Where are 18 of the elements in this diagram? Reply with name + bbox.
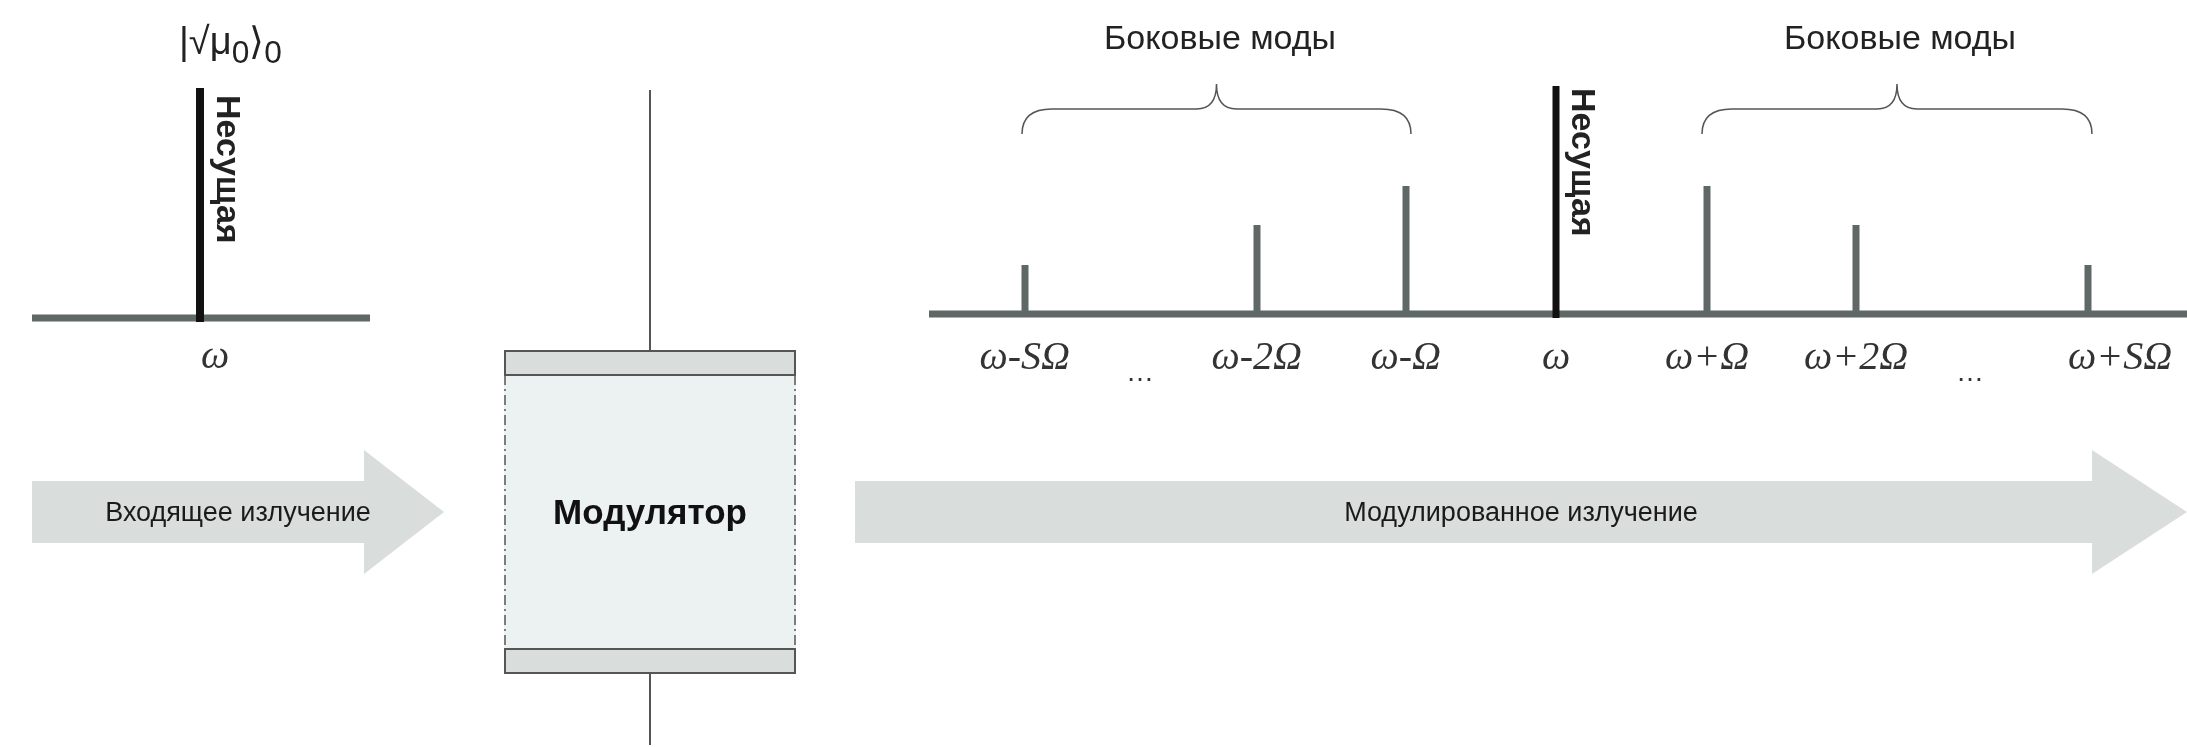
- ellipsis: …: [1126, 358, 1154, 386]
- carrier-label: Несущая: [212, 95, 246, 244]
- frequency-label: ω-2Ω: [1211, 336, 1302, 376]
- ellipsis: …: [1956, 358, 1984, 386]
- state-label: |√μ$_{0}$⟩$_{0}$: [179, 22, 282, 69]
- sideband-label: Боковые моды: [1784, 20, 2017, 54]
- frequency-label: ω-Ω: [1370, 336, 1441, 376]
- carrier-label: Несущая: [1567, 88, 1601, 237]
- frequency-label: ω: [1542, 336, 1571, 376]
- modulator-label: Модулятор: [553, 492, 747, 532]
- arrow-label: Модулированное излучение: [1344, 496, 1698, 528]
- frequency-label: ω-SΩ: [979, 336, 1070, 376]
- sideband-label: Боковые моды: [1104, 20, 1337, 54]
- arrow-label: Входящее излучение: [105, 496, 371, 528]
- frequency-label: ω+2Ω: [1804, 336, 1909, 376]
- frequency-label: ω+SΩ: [2068, 336, 2173, 376]
- frequency-label: ω+Ω: [1665, 336, 1750, 376]
- frequency-label: ω: [201, 335, 230, 375]
